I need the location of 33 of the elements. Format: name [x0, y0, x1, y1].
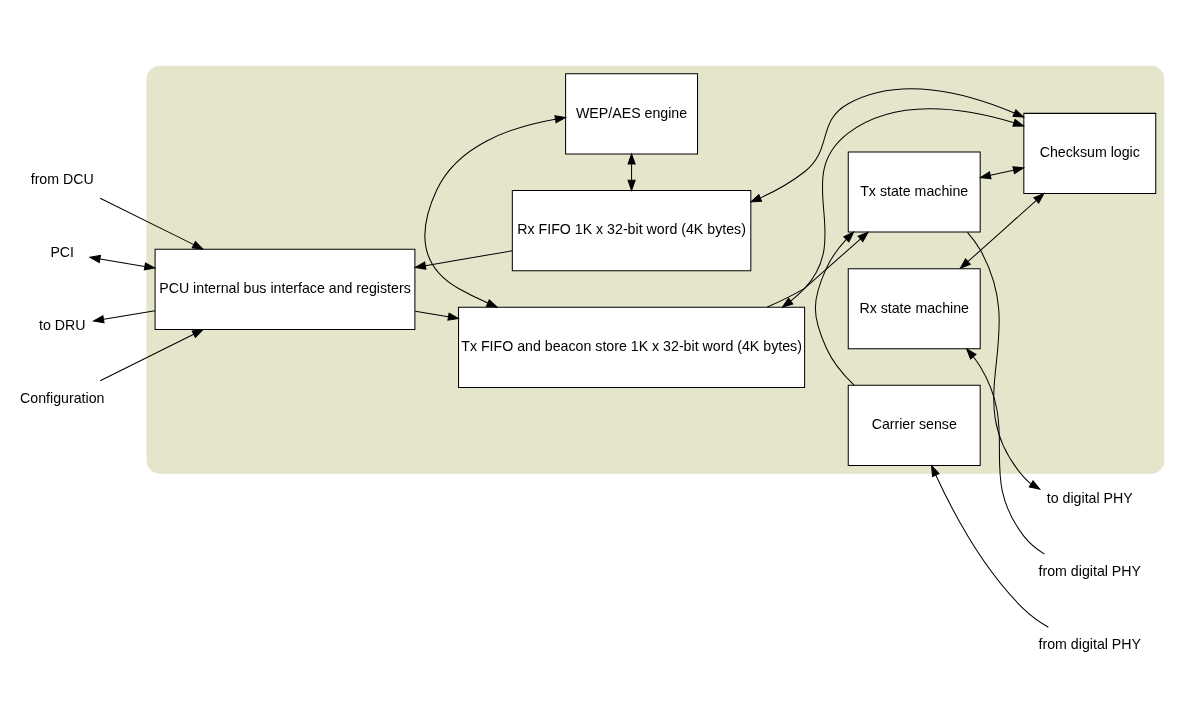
node-text: PCI: [50, 243, 75, 260]
node-text: Configuration: [20, 389, 105, 406]
node-box: Rx FIFO 1K x 32-bit word (4K bytes): [511, 189, 752, 271]
node-text: to DRU: [38, 316, 86, 333]
arrow: [413, 249, 513, 270]
node-box: WEP/AES engine: [565, 72, 699, 154]
arrow: [965, 347, 1045, 555]
node-box: PCU internal bus interface and registers: [154, 248, 416, 330]
arrow: [749, 87, 1026, 203]
arrow: [99, 328, 205, 381]
node-box: Tx state machine: [847, 150, 981, 233]
node-box: Rx state machine: [847, 267, 981, 349]
node-text: from digital PHY: [1038, 562, 1142, 579]
arrow: [424, 114, 567, 308]
arrow: [91, 309, 156, 323]
arrow: [978, 165, 1026, 179]
node-box: Checksum logic: [1023, 112, 1157, 194]
arrow: [814, 230, 855, 386]
node-text: from DCU: [30, 170, 94, 187]
node-box: Tx FIFO and beacon store 1K x 32-bit word (4K bytes): [458, 306, 806, 388]
node-text: to digital PHY: [1046, 489, 1133, 506]
arrow: [414, 310, 460, 321]
node-text: from digital PHY: [1038, 635, 1142, 652]
arrow: [966, 231, 1042, 490]
arrow: [88, 254, 157, 271]
arrow: [627, 151, 636, 192]
arrow: [781, 107, 1026, 308]
arrow: [766, 230, 870, 308]
arrow: [959, 192, 1045, 269]
cluster: [146, 65, 1165, 474]
arrow: [930, 463, 1049, 628]
arrow: [99, 197, 205, 250]
node-box: Carrier sense: [847, 384, 981, 466]
